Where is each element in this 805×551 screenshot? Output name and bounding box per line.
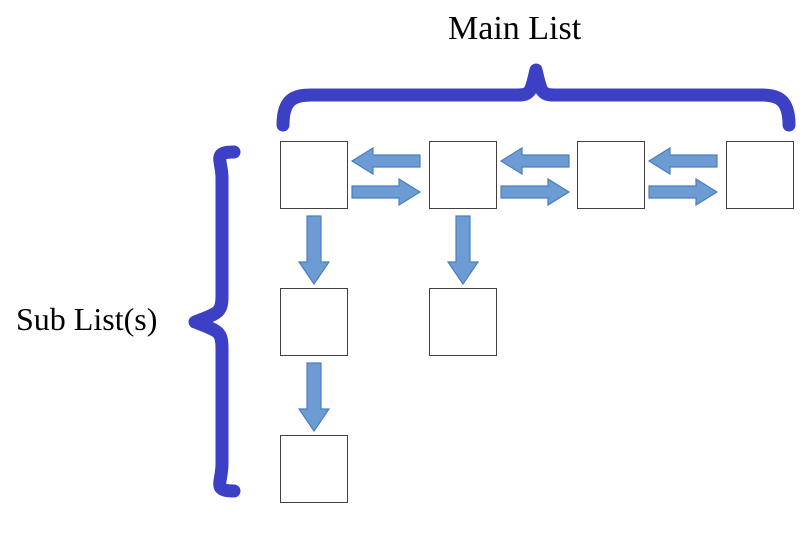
arrow-left-2 bbox=[499, 146, 570, 176]
sub-box-col2-row2[interactable] bbox=[429, 288, 497, 356]
main-box-4[interactable] bbox=[726, 141, 794, 209]
arrow-right-1 bbox=[351, 177, 422, 207]
main-list-brace bbox=[276, 63, 796, 132]
arrow-down-col2-row1 bbox=[446, 215, 480, 286]
main-box-3[interactable] bbox=[577, 141, 645, 209]
arrow-left-3 bbox=[647, 146, 718, 176]
arrow-down-col1-row1 bbox=[297, 215, 331, 286]
arrow-down-col1-row2 bbox=[297, 362, 331, 433]
sub-box-col1-row2[interactable] bbox=[280, 288, 348, 356]
sub-box-col1-row3[interactable] bbox=[280, 435, 348, 503]
sub-list-brace bbox=[188, 145, 241, 498]
arrow-left-1 bbox=[350, 146, 421, 176]
main-list-label: Main List bbox=[448, 10, 582, 47]
main-box-1[interactable] bbox=[280, 141, 348, 209]
arrow-right-2 bbox=[500, 177, 571, 207]
main-box-2[interactable] bbox=[429, 141, 497, 209]
arrow-right-3 bbox=[648, 177, 719, 207]
sub-list-label: Sub List(s) bbox=[16, 301, 158, 337]
